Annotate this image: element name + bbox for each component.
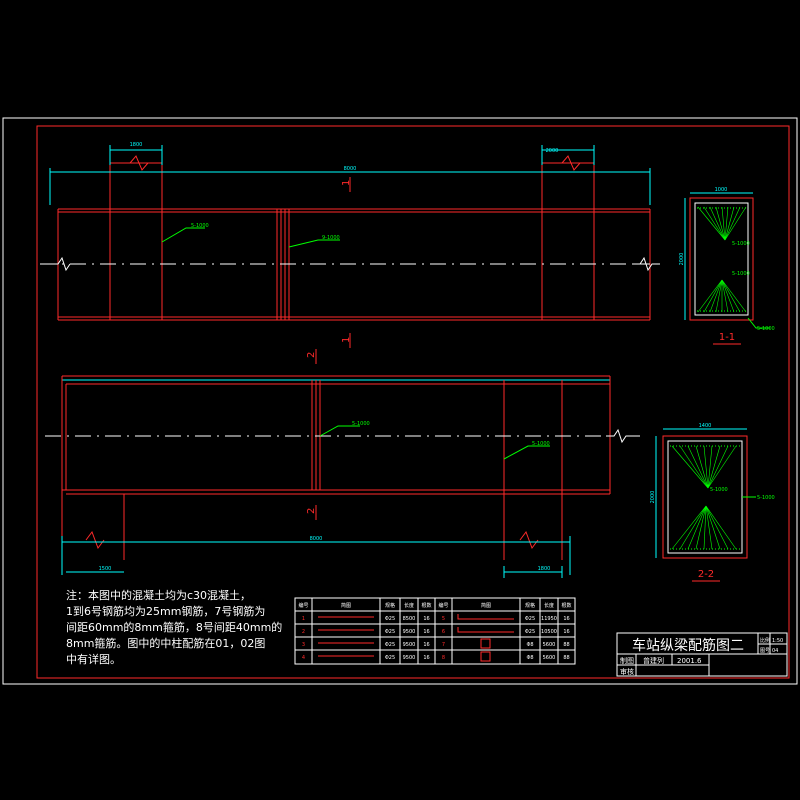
table-header-cell: 简图 (341, 602, 351, 609)
table-cell: 16 (423, 655, 429, 661)
table-cell: 4 (302, 655, 305, 661)
table-header-cell: 编号 (438, 602, 448, 609)
table-cell: 2 (302, 629, 305, 635)
table-cell: 16 (423, 616, 429, 622)
designer-label: 制图 (620, 656, 634, 665)
table-header-cell: 编号 (298, 602, 308, 609)
bottom-beam-elevation: 8000 1500 1800 2 2 5-1000 5-1000 (45, 349, 640, 578)
table-header-cell: 长度 (404, 602, 414, 609)
scale-label: 比例 (760, 637, 770, 644)
top-beam-elevation: 1800 2000 8000 1 1 5-1000 9-1000 (40, 142, 660, 348)
section-1-1: 1000 2000 5-1000 5-1000 5-1000 1-1 (679, 187, 775, 345)
drawing-date: 2001.6 (677, 657, 702, 665)
title-block: 车站纵梁配筋图二 比例 1:50 图号 04 制图 曾建列 2001.6 审核 (616, 632, 788, 677)
section-2-2: 1400 2000 5-1000 5-1000 2-2 (650, 423, 775, 582)
dim-bottom-right-column: 1800 (538, 566, 551, 572)
table-cell: Φ8 (526, 642, 533, 648)
inner-frame (36, 125, 790, 679)
table-cell: Φ25 (525, 629, 535, 635)
table-cell: 5600 (543, 655, 556, 661)
table-cell: 16 (563, 616, 569, 622)
reviewer-label: 审核 (620, 667, 634, 676)
dim-bottom-span: 8000 (310, 536, 323, 542)
table-cell: 5600 (543, 642, 556, 648)
dim-sec2-width: 1400 (699, 423, 712, 429)
table-cell: 6 (442, 629, 445, 635)
label-top-rebar-a: 5-1000 (191, 223, 209, 229)
table-cell: 16 (563, 629, 569, 635)
table-header-cell: 规格 (525, 602, 535, 609)
table-cell: 5 (442, 616, 445, 622)
table-cell: 16 (423, 629, 429, 635)
table-cell: 9500 (403, 642, 416, 648)
note-line: 中有详图。 (66, 653, 121, 666)
table-header-cell: 规格 (385, 602, 395, 609)
section-1-label: 1-1 (719, 332, 735, 343)
dim-bottom-left-column: 1500 (99, 566, 112, 572)
label-bottom-rebar-b: 5-1000 (532, 441, 550, 447)
dim-top-right-column: 2000 (546, 148, 559, 154)
label-sec1-bot: 5-1000 (757, 326, 775, 332)
drawing-title: 车站纵梁配筋图二 (632, 637, 744, 654)
note-line: 间距60mm的8mm箍筋，8号间距40mm的 (66, 621, 283, 634)
label-bottom-rebar-a: 5-1000 (352, 421, 370, 427)
table-cell: 10500 (541, 629, 557, 635)
top-right-column (541, 162, 595, 210)
sheet-label: 图号 (760, 648, 770, 654)
table-cell: 8500 (403, 616, 416, 622)
cut-mark-1-top: 1 (341, 180, 352, 186)
outer-frame (2, 117, 798, 685)
table-cell: 1 (302, 616, 305, 622)
note-line: 1到6号钢筋均为25mm钢筋，7号钢筋为 (66, 605, 266, 618)
note-line: 8mm箍筋。图中的中柱配筋在01，02图 (66, 637, 266, 650)
sheet-value: 04 (772, 648, 778, 654)
table-header-cell: 根数 (421, 602, 431, 609)
table-cell: 3 (302, 642, 305, 648)
table-cell: 88 (563, 642, 569, 648)
table-cell: 8 (442, 655, 445, 661)
table-cell: Φ8 (526, 655, 533, 661)
section-2-label: 2-2 (698, 569, 714, 580)
dim-top-left-column: 1800 (130, 142, 143, 148)
label-sec1-mid: 5-1000 (732, 271, 750, 277)
table-cell: Φ25 (385, 616, 395, 622)
table-header-cell: 根数 (561, 602, 571, 609)
table-header-cell: 简图 (481, 602, 491, 609)
dim-sec1-height: 2000 (679, 253, 685, 266)
table-cell: 7 (442, 642, 445, 648)
table-cell: Φ25 (385, 642, 395, 648)
label-sec1-top: 5-1000 (732, 241, 750, 247)
top-left-column (109, 162, 163, 210)
table-cell: 9500 (403, 655, 416, 661)
table-cell: 88 (563, 655, 569, 661)
designer-name: 曾建列 (643, 656, 664, 665)
dim-top-span: 8000 (344, 166, 357, 172)
table-cell: 16 (423, 642, 429, 648)
note-line: 注：本图中的混凝土均为c30混凝土， (66, 589, 252, 602)
general-notes: 注：本图中的混凝土均为c30混凝土， 1到6号钢筋均为25mm钢筋，7号钢筋为 … (66, 588, 298, 668)
table-cell: Φ25 (385, 629, 395, 635)
table-cell: 9500 (403, 629, 416, 635)
cut-mark-2-top: 2 (306, 352, 317, 358)
scale-value: 1:50 (772, 638, 783, 644)
dim-sec2-height: 2000 (650, 491, 656, 504)
table-cell: Φ25 (385, 655, 395, 661)
label-sec2-side: 5-1000 (757, 495, 775, 501)
table-cell: 11950 (541, 616, 557, 622)
label-sec2-top: 5-1000 (710, 487, 728, 493)
table-header-cell: 长度 (544, 602, 554, 609)
dim-sec1-width: 1000 (715, 187, 728, 193)
cut-mark-2-bottom: 2 (306, 508, 317, 514)
label-top-rebar-b: 9-1000 (322, 235, 340, 241)
table-cell: Φ25 (525, 616, 535, 622)
cut-mark-1-bottom: 1 (341, 337, 352, 343)
